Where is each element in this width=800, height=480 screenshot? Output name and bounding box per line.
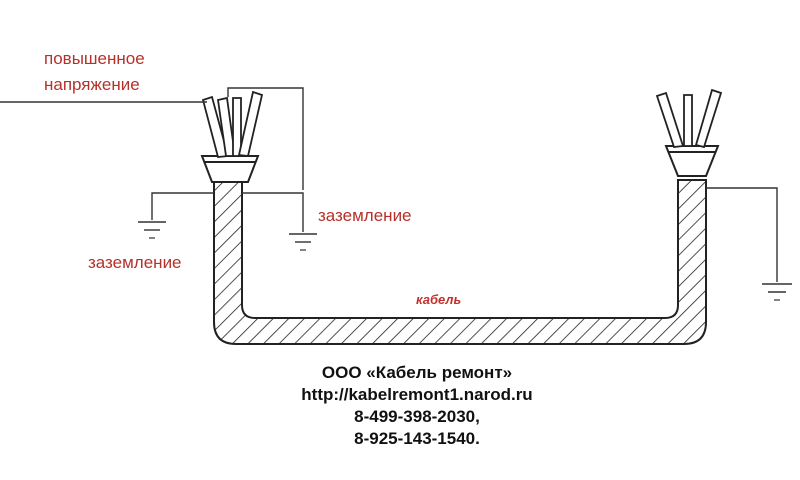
company-phone-2: 8-925-143-1540. bbox=[354, 429, 480, 448]
right-funnel bbox=[664, 145, 720, 177]
right-termination bbox=[655, 88, 723, 177]
label-high-voltage-line2: напряжение bbox=[44, 75, 140, 94]
right-ground-symbol bbox=[762, 283, 792, 301]
company-phone-1: 8-499-398-2030, bbox=[354, 407, 480, 426]
center-ground-wire bbox=[242, 192, 304, 232]
center-ground-symbol bbox=[289, 233, 317, 251]
cable-body bbox=[213, 179, 707, 345]
company-url: http://kabelremont1.narod.ru bbox=[301, 385, 532, 404]
left-termination bbox=[200, 90, 264, 183]
left-core-4 bbox=[237, 90, 264, 157]
label-ground-center: заземление bbox=[318, 206, 412, 225]
right-core-2 bbox=[683, 94, 693, 147]
label-high-voltage-line1: повышенное bbox=[44, 49, 145, 68]
right-ground-wire bbox=[706, 187, 778, 282]
core-jumper-wire bbox=[227, 87, 304, 190]
left-funnel bbox=[200, 155, 260, 183]
left-ground-symbol bbox=[138, 221, 166, 239]
label-cable: кабель bbox=[416, 292, 461, 307]
left-ground-wire bbox=[151, 192, 214, 220]
right-core-3 bbox=[694, 88, 723, 149]
right-core-1 bbox=[655, 91, 685, 148]
company-name: ООО «Кабель ремонт» bbox=[322, 363, 512, 382]
label-ground-left: заземление bbox=[88, 253, 182, 272]
